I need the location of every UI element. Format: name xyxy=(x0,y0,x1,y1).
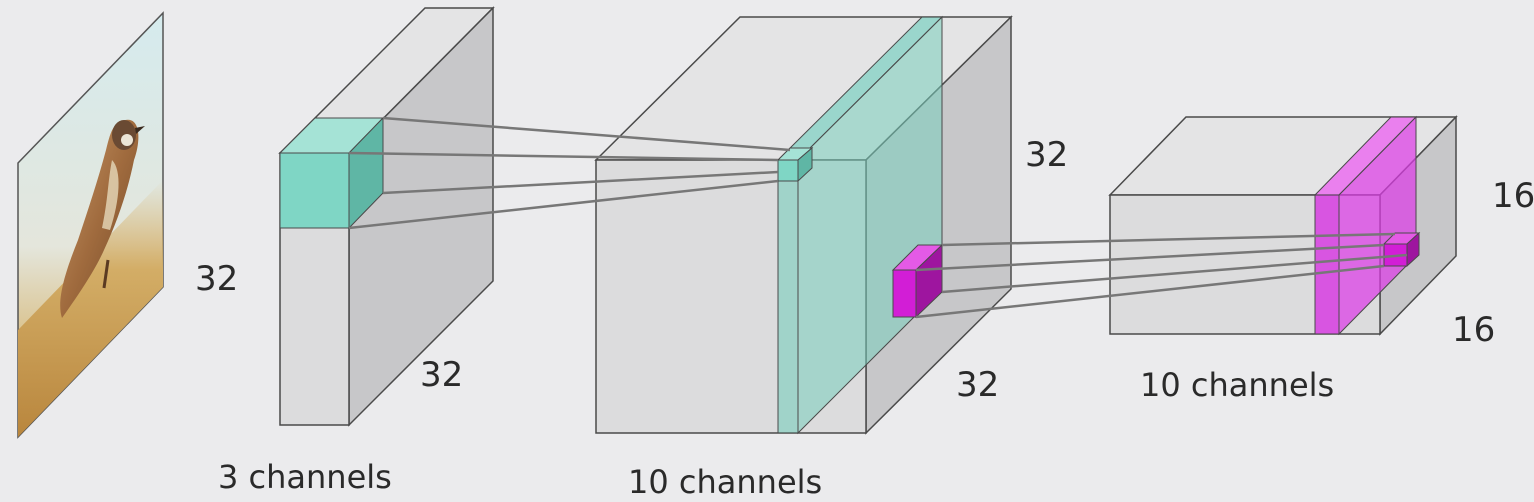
input-volume xyxy=(278,6,495,427)
pool-output-cell xyxy=(1382,231,1421,268)
input-image xyxy=(17,11,164,439)
conv-depth-label: 32 xyxy=(956,365,1000,405)
conv-channels-label: 10 channels xyxy=(628,463,823,501)
pool-channels-label: 10 channels xyxy=(1140,366,1335,404)
input-channels-label: 3 channels xyxy=(218,458,392,496)
pool-receptive-field xyxy=(891,243,944,319)
pool-connectors xyxy=(915,232,1408,319)
conv-connectors xyxy=(348,116,791,230)
conv-output-cell xyxy=(776,146,814,183)
pool-depth-label: 16 xyxy=(1452,310,1496,350)
input-receptive-field xyxy=(278,116,385,230)
pool-height-label: 16 xyxy=(1492,176,1534,216)
conv-volume xyxy=(594,15,1013,435)
input-depth-label: 32 xyxy=(420,355,464,395)
bird-figure xyxy=(60,119,145,319)
input-height-label: 32 xyxy=(195,259,239,299)
pool-volume xyxy=(1108,115,1458,336)
pool-output-slice xyxy=(1313,115,1418,336)
conv-height-label: 32 xyxy=(1025,135,1069,175)
